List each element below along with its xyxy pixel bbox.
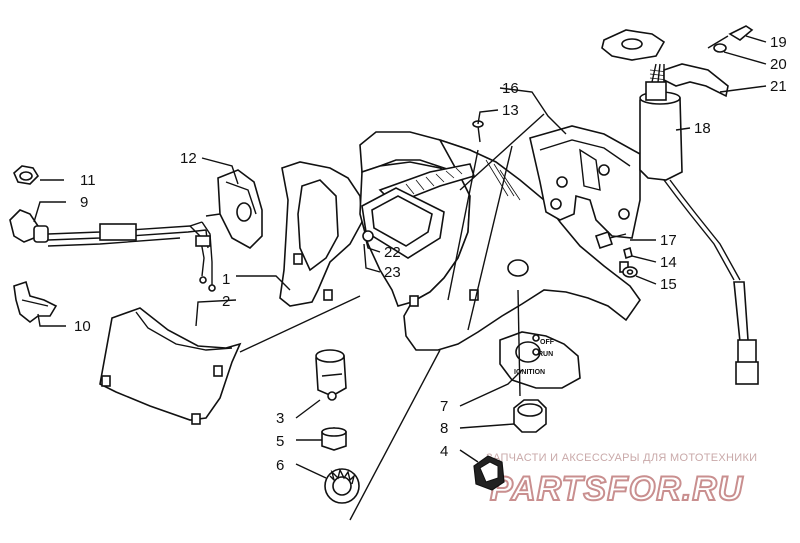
part-7-ignition-plate: OFF RUN IGNITION <box>499 331 581 389</box>
callout-8: 8 <box>440 420 448 437</box>
callout-5: 5 <box>276 433 284 450</box>
callout-4: 4 <box>440 443 448 460</box>
callout-12: 12 <box>180 150 197 167</box>
callout-6: 6 <box>276 457 284 474</box>
part-4-clip <box>473 455 505 491</box>
callout-2: 2 <box>222 293 230 310</box>
callout-7: 7 <box>440 398 448 415</box>
part-8-nut <box>513 399 547 433</box>
callout-14: 14 <box>660 254 677 271</box>
callout-3: 3 <box>276 410 284 427</box>
callout-16: 16 <box>502 80 519 97</box>
callout-22: 22 <box>384 244 401 261</box>
part-15-washer <box>622 266 638 278</box>
callout-20: 20 <box>770 56 787 73</box>
callout-10: 10 <box>74 318 91 335</box>
callout-9: 9 <box>80 194 88 211</box>
leader-lines <box>33 35 767 521</box>
part-10-key <box>13 280 58 324</box>
callout-11: 11 <box>80 172 96 189</box>
part-18-gauge <box>639 63 759 385</box>
part-1-console-housing <box>279 131 641 351</box>
part-6-lockwasher <box>324 467 360 504</box>
callout-17: 17 <box>660 232 677 249</box>
ignition-off-label: OFF <box>540 339 555 346</box>
part-3-connector <box>315 349 347 401</box>
part-2-lower-cover <box>99 307 242 425</box>
part-11-nut <box>13 165 40 185</box>
callout-15: 15 <box>660 276 677 293</box>
part-21-clamp <box>663 63 729 98</box>
part-9-switch-harness <box>9 209 249 292</box>
part-17-screw <box>594 230 627 250</box>
callout-21: 21 <box>770 78 787 95</box>
watermark-brand: PARTSFOR.RU <box>490 470 744 508</box>
callout-numbers: 1 2 3 4 5 6 7 8 9 10 11 12 13 14 15 16 1… <box>74 34 787 474</box>
part-14-screw <box>623 246 633 260</box>
part-23-nut <box>362 230 374 242</box>
ignition-label: IGNITION <box>514 369 545 376</box>
part-19-knob <box>601 25 754 61</box>
callout-23: 23 <box>384 264 401 281</box>
part-16-gauge-bracket <box>529 125 641 239</box>
part-5-bushing <box>321 427 347 451</box>
ignition-run-label: RUN <box>538 351 553 358</box>
part-13-screw <box>472 120 484 143</box>
callout-19: 19 <box>770 34 787 51</box>
watermark-subtitle: ЗАПЧАСТИ И АКСЕССУАРЫ ДЛЯ МОТОТЕХНИКИ <box>486 452 757 464</box>
callout-13: 13 <box>502 102 519 119</box>
part-20-washer <box>713 43 727 53</box>
callout-18: 18 <box>694 120 711 137</box>
part-12-gasket <box>217 169 263 249</box>
callout-1: 1 <box>222 271 230 288</box>
